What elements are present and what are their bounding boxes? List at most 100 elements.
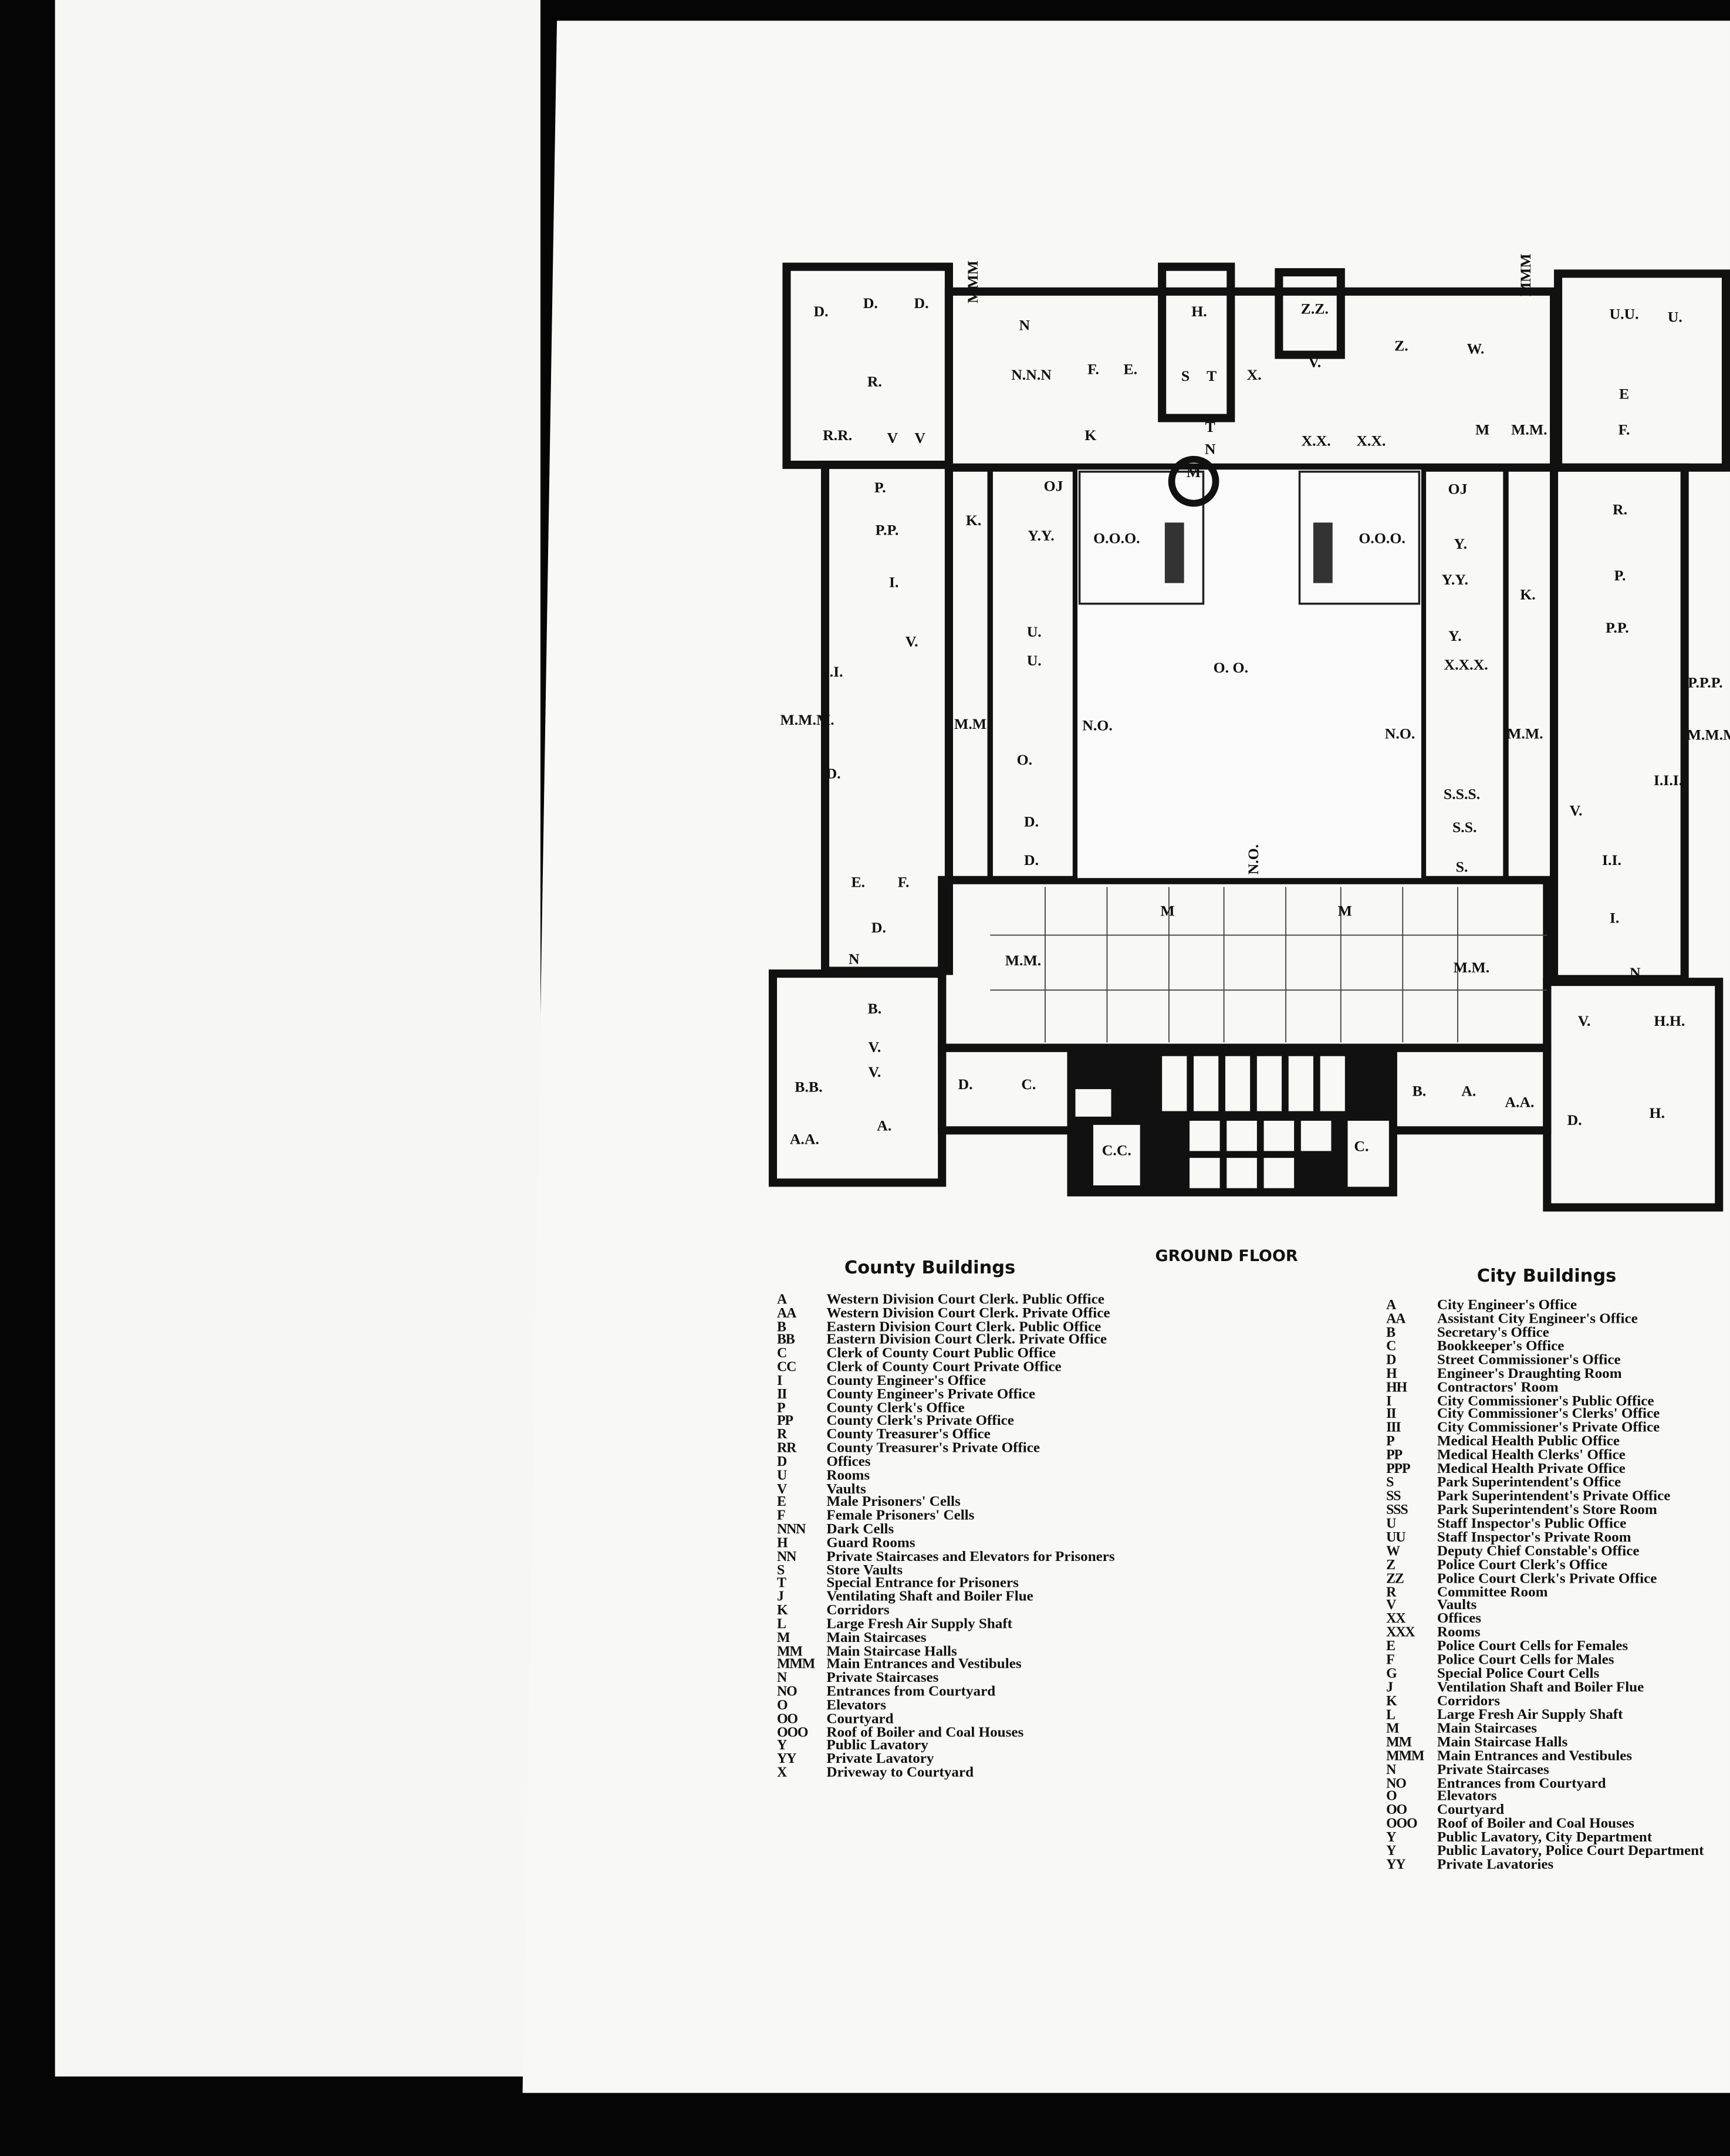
legend-code: II xyxy=(1386,1407,1396,1423)
legend-code: P xyxy=(777,1401,786,1416)
legend-code: NO xyxy=(1386,1776,1407,1792)
room-label: M.M. xyxy=(954,715,991,732)
legend-description: Private Lavatory xyxy=(826,1752,934,1768)
room-label: L xyxy=(1147,1137,1157,1154)
legend-code: PP xyxy=(1386,1448,1403,1464)
legend-description: County Engineer's Office xyxy=(826,1373,986,1389)
room-label: U. xyxy=(1668,308,1682,325)
room-label: R. xyxy=(1613,501,1627,518)
legend-description: Public Lavatory, Police Court Department xyxy=(1437,1844,1704,1860)
room-label: S.S.S. xyxy=(1444,786,1480,803)
legend-code: J xyxy=(1386,1680,1393,1696)
legend-code: MMM xyxy=(1386,1749,1424,1764)
legend-code: ZZ xyxy=(1386,1571,1404,1587)
legend-description: Main Staircases xyxy=(826,1630,927,1646)
legend-description: City Commissioner's Public Office xyxy=(1437,1394,1654,1409)
room-label: S.S. xyxy=(1452,819,1477,836)
legend-description: Ventilation Shaft and Boiler Flue xyxy=(1437,1680,1644,1696)
legend-code: MM xyxy=(777,1644,803,1660)
legend-code: S xyxy=(1386,1475,1394,1491)
skylight-east xyxy=(1313,522,1333,583)
legend-code: N xyxy=(1386,1762,1396,1778)
legend-code: B xyxy=(777,1319,786,1335)
legend-code: L xyxy=(777,1617,786,1633)
legend-description: Main Entrances and Vestibules xyxy=(826,1657,1022,1673)
room-label: I.I. xyxy=(1602,851,1621,869)
room-label: V. xyxy=(905,633,918,650)
legend-description: Main Staircase Halls xyxy=(826,1644,957,1660)
legend-code: Y xyxy=(1386,1830,1396,1846)
legend-description: City Engineer's Office xyxy=(1437,1298,1577,1313)
room-label: U. xyxy=(1027,623,1042,640)
legend-code: Y xyxy=(777,1738,787,1754)
legend-code: K xyxy=(1386,1694,1397,1709)
legend-description: Corridors xyxy=(826,1603,890,1619)
cells xyxy=(1075,1056,1389,1188)
legend-description: Engineer's Draughting Room xyxy=(1437,1366,1622,1382)
room-label: H. xyxy=(1650,1104,1665,1121)
legend-description: Staff Inspector's Private Room xyxy=(1437,1530,1631,1546)
room-label: K. xyxy=(966,512,981,529)
legend-code: U xyxy=(777,1468,787,1484)
room-label: X.X. xyxy=(1356,432,1386,449)
legend-code: YY xyxy=(1386,1858,1405,1874)
legend-code: S xyxy=(777,1563,785,1579)
legend-description: Secretary's Office xyxy=(1437,1325,1549,1341)
room-label: P. xyxy=(1614,567,1626,584)
corridor-grid xyxy=(990,887,1547,1043)
room-label: O.O.O. xyxy=(1093,530,1140,547)
room-label: Y. xyxy=(1448,627,1462,644)
legend-code: K xyxy=(777,1603,788,1619)
legend-code: OOO xyxy=(1386,1817,1417,1833)
legend-code: HH xyxy=(1386,1380,1407,1395)
legend-description: Large Fresh Air Supply Shaft xyxy=(1437,1708,1623,1724)
legend-description: Park Superintendent's Office xyxy=(1437,1475,1621,1491)
room-label: K xyxy=(1084,427,1096,444)
legend-description: County Engineer's Private Office xyxy=(826,1387,1036,1403)
legend-code: MM xyxy=(1386,1735,1412,1751)
room-label: I.I.I. xyxy=(1654,772,1682,789)
room-label: I. xyxy=(1610,909,1619,926)
room-label: V.V. xyxy=(1356,1058,1381,1075)
legend-description: Police Court Cells for Males xyxy=(1437,1653,1614,1668)
legend-description: Medical Health Clerks' Office xyxy=(1437,1448,1626,1464)
room-label: A. xyxy=(1461,1083,1476,1100)
room-label: M.M. xyxy=(1005,952,1042,969)
legend-description: Park Superintendent's Store Room xyxy=(1437,1503,1657,1518)
legend-description: Medical Health Public Office xyxy=(1437,1434,1620,1450)
legend-description: Clerk of County Court Public Office xyxy=(826,1346,1056,1362)
legend-description: Private Staircases and Elevators for Pri… xyxy=(826,1549,1115,1565)
legend-code: AA xyxy=(1386,1312,1405,1327)
room-label: V. xyxy=(869,1039,881,1056)
room-label: V. xyxy=(1102,1058,1115,1075)
room-label: Y. xyxy=(1454,535,1467,552)
legend-description: Western Division Court Clerk. Private Of… xyxy=(826,1306,1110,1322)
legend-description: Private Staircases xyxy=(826,1671,939,1687)
room-label: D. xyxy=(826,765,841,782)
legend-description: Public Lavatory, City Department xyxy=(1437,1830,1653,1846)
room-label: X.X.X. xyxy=(1444,656,1488,673)
legend-description: Main Entrances and Vestibules xyxy=(1437,1749,1633,1764)
room-label: D. xyxy=(1024,813,1039,830)
legend-code: Z xyxy=(1386,1557,1396,1573)
legend-description: Assistant City Engineer's Office xyxy=(1437,1312,1638,1327)
legend-description: Ventilating Shaft and Boiler Flue xyxy=(826,1590,1033,1606)
plan-title: GROUND FLOOR xyxy=(1155,1246,1298,1265)
room-label: M xyxy=(1160,903,1174,920)
legend-description: County Clerk's Office xyxy=(826,1401,965,1416)
room-label: N.O. xyxy=(1082,717,1113,734)
legend-code: F xyxy=(1386,1653,1395,1668)
room-label: OJ xyxy=(1448,480,1468,497)
room-label: D. xyxy=(958,1076,973,1093)
legend-code: I xyxy=(777,1373,782,1389)
room-label: A. xyxy=(877,1117,891,1134)
guard-tower xyxy=(1158,262,1235,423)
legend-code: C xyxy=(777,1346,787,1362)
room-label: F. xyxy=(898,873,910,890)
left-page-blank xyxy=(55,0,540,2077)
legend-description: Rooms xyxy=(826,1468,870,1484)
legend-description: County Treasurer's Office xyxy=(826,1428,991,1443)
room-label: C. xyxy=(1021,1076,1036,1093)
legend-code: O xyxy=(1386,1789,1397,1805)
legend-description: Clerk of County Court Private Office xyxy=(826,1360,1062,1376)
